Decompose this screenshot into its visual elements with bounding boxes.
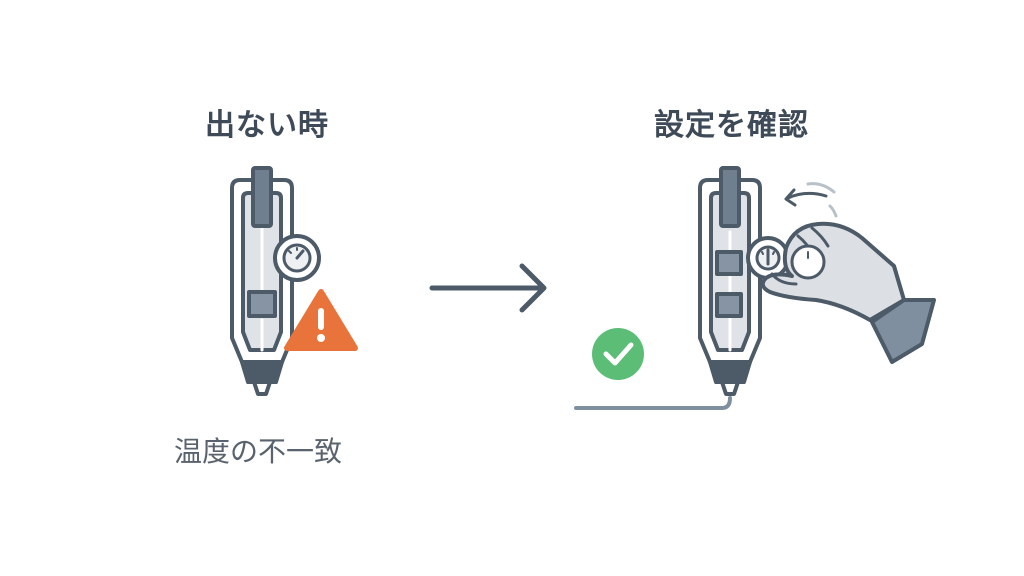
check-circle-icon bbox=[592, 328, 644, 380]
hand-turning-dial-icon bbox=[746, 221, 936, 364]
filament-line bbox=[574, 396, 732, 410]
left-title: 出ない時 bbox=[205, 108, 329, 143]
device-right bbox=[698, 166, 762, 396]
right-title: 設定を確認 bbox=[654, 108, 809, 143]
arrow-right-icon bbox=[429, 263, 547, 313]
warning-triangle-icon bbox=[284, 289, 358, 351]
left-caption: 温度の不一致 bbox=[174, 435, 343, 468]
rotate-arrow-icon bbox=[784, 182, 838, 218]
device-left bbox=[230, 166, 321, 396]
